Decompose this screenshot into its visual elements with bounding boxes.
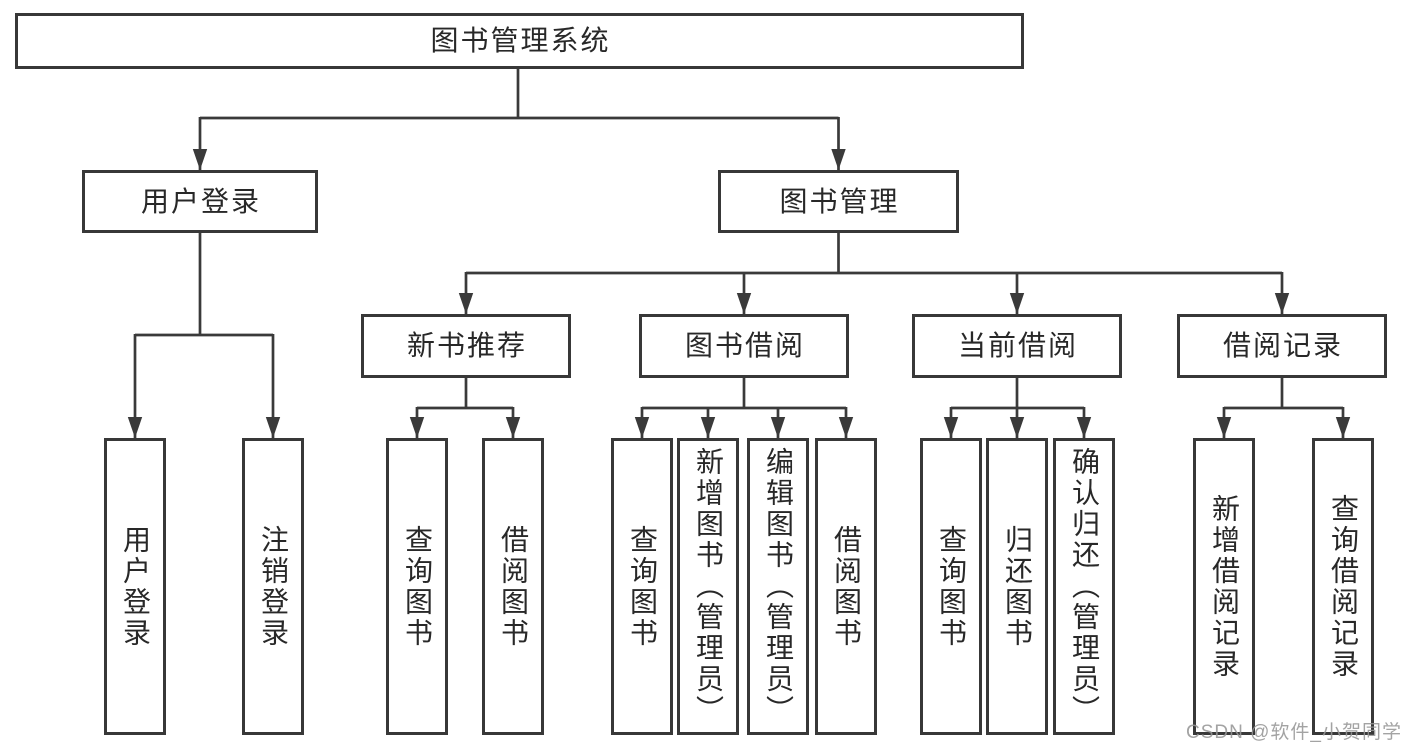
node-borrowing-records: 借阅记录 xyxy=(1177,314,1387,378)
leaf-query-borrow-record: 查询借阅记录 xyxy=(1312,438,1374,735)
leaf-add-borrow-record: 新增借阅记录 xyxy=(1193,438,1255,735)
csdn-watermark: CSDN @软件_小贺同学 xyxy=(1186,722,1402,743)
leaf-borrow-books-recommend: 借阅图书 xyxy=(482,438,544,735)
node-root-system: 图书管理系统 xyxy=(15,13,1024,69)
node-book-management: 图书管理 xyxy=(718,170,959,233)
node-current-borrowing: 当前借阅 xyxy=(912,314,1122,378)
node-new-book-recommend: 新书推荐 xyxy=(361,314,571,378)
leaf-confirm-return-admin: 确认归还（管理员） xyxy=(1053,438,1115,735)
leaf-return-books: 归还图书 xyxy=(986,438,1048,735)
leaf-edit-books-admin: 编辑图书（管理员） xyxy=(747,438,809,735)
leaf-query-books-borrow: 查询图书 xyxy=(611,438,673,735)
leaf-logout: 注销登录 xyxy=(242,438,304,735)
leaf-user-login: 用户登录 xyxy=(104,438,166,735)
leaf-add-books-admin: 新增图书（管理员） xyxy=(677,438,739,735)
node-user-login: 用户登录 xyxy=(82,170,318,233)
leaf-query-books-current: 查询图书 xyxy=(920,438,982,735)
leaf-borrow-books: 借阅图书 xyxy=(815,438,877,735)
node-book-borrowing: 图书借阅 xyxy=(639,314,849,378)
leaf-query-books-recommend: 查询图书 xyxy=(386,438,448,735)
